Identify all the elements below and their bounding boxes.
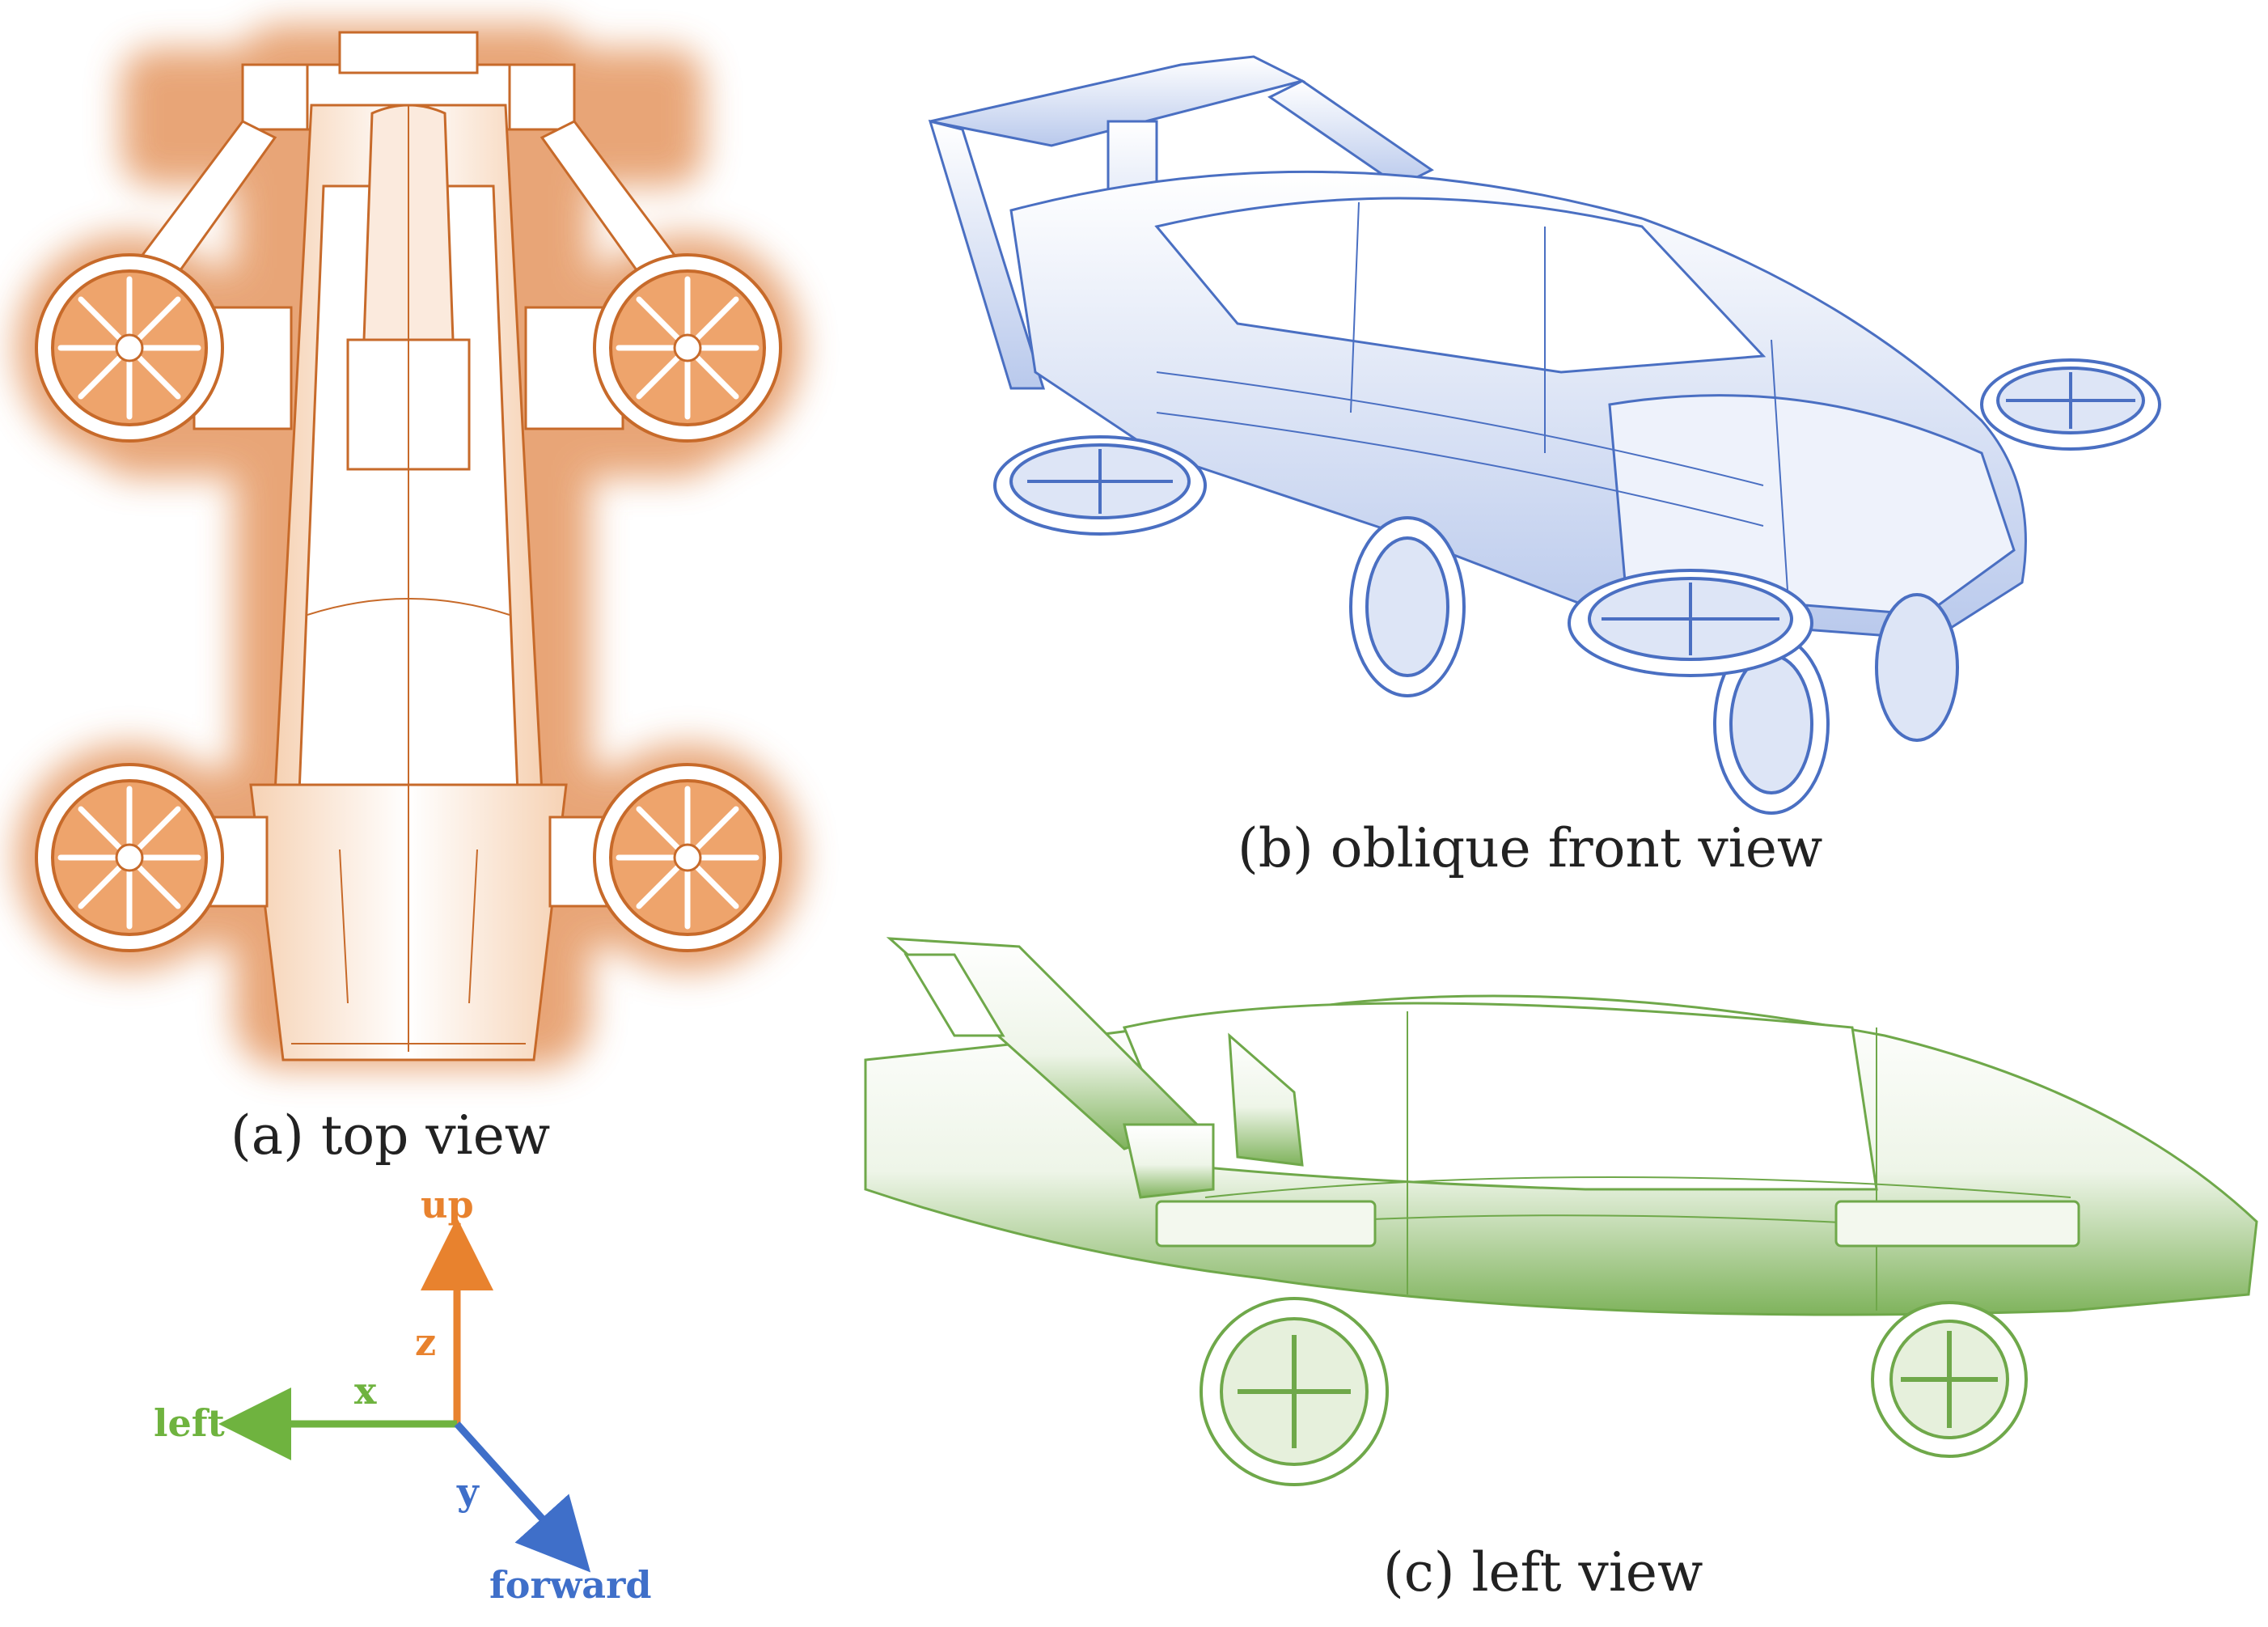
forward-label: forward [489, 1563, 652, 1607]
oblique-view-drawing [928, 55, 2161, 815]
caption-top-view: (a) top view [231, 1104, 551, 1167]
left-view-drawing [864, 937, 2258, 1486]
caption-oblique-view: (b) oblique front view [1238, 817, 1823, 879]
x-label: x [354, 1369, 377, 1413]
coordinate-axes: up z left x y forward [154, 1183, 652, 1607]
top-view-drawing [16, 24, 801, 1068]
y-axis-arrow [454, 1421, 591, 1573]
up-label: up [421, 1183, 474, 1227]
y-label: y [456, 1470, 480, 1514]
left-label: left [154, 1401, 226, 1445]
z-label: z [415, 1320, 436, 1364]
caption-left-view: (c) left view [1383, 1541, 1703, 1604]
